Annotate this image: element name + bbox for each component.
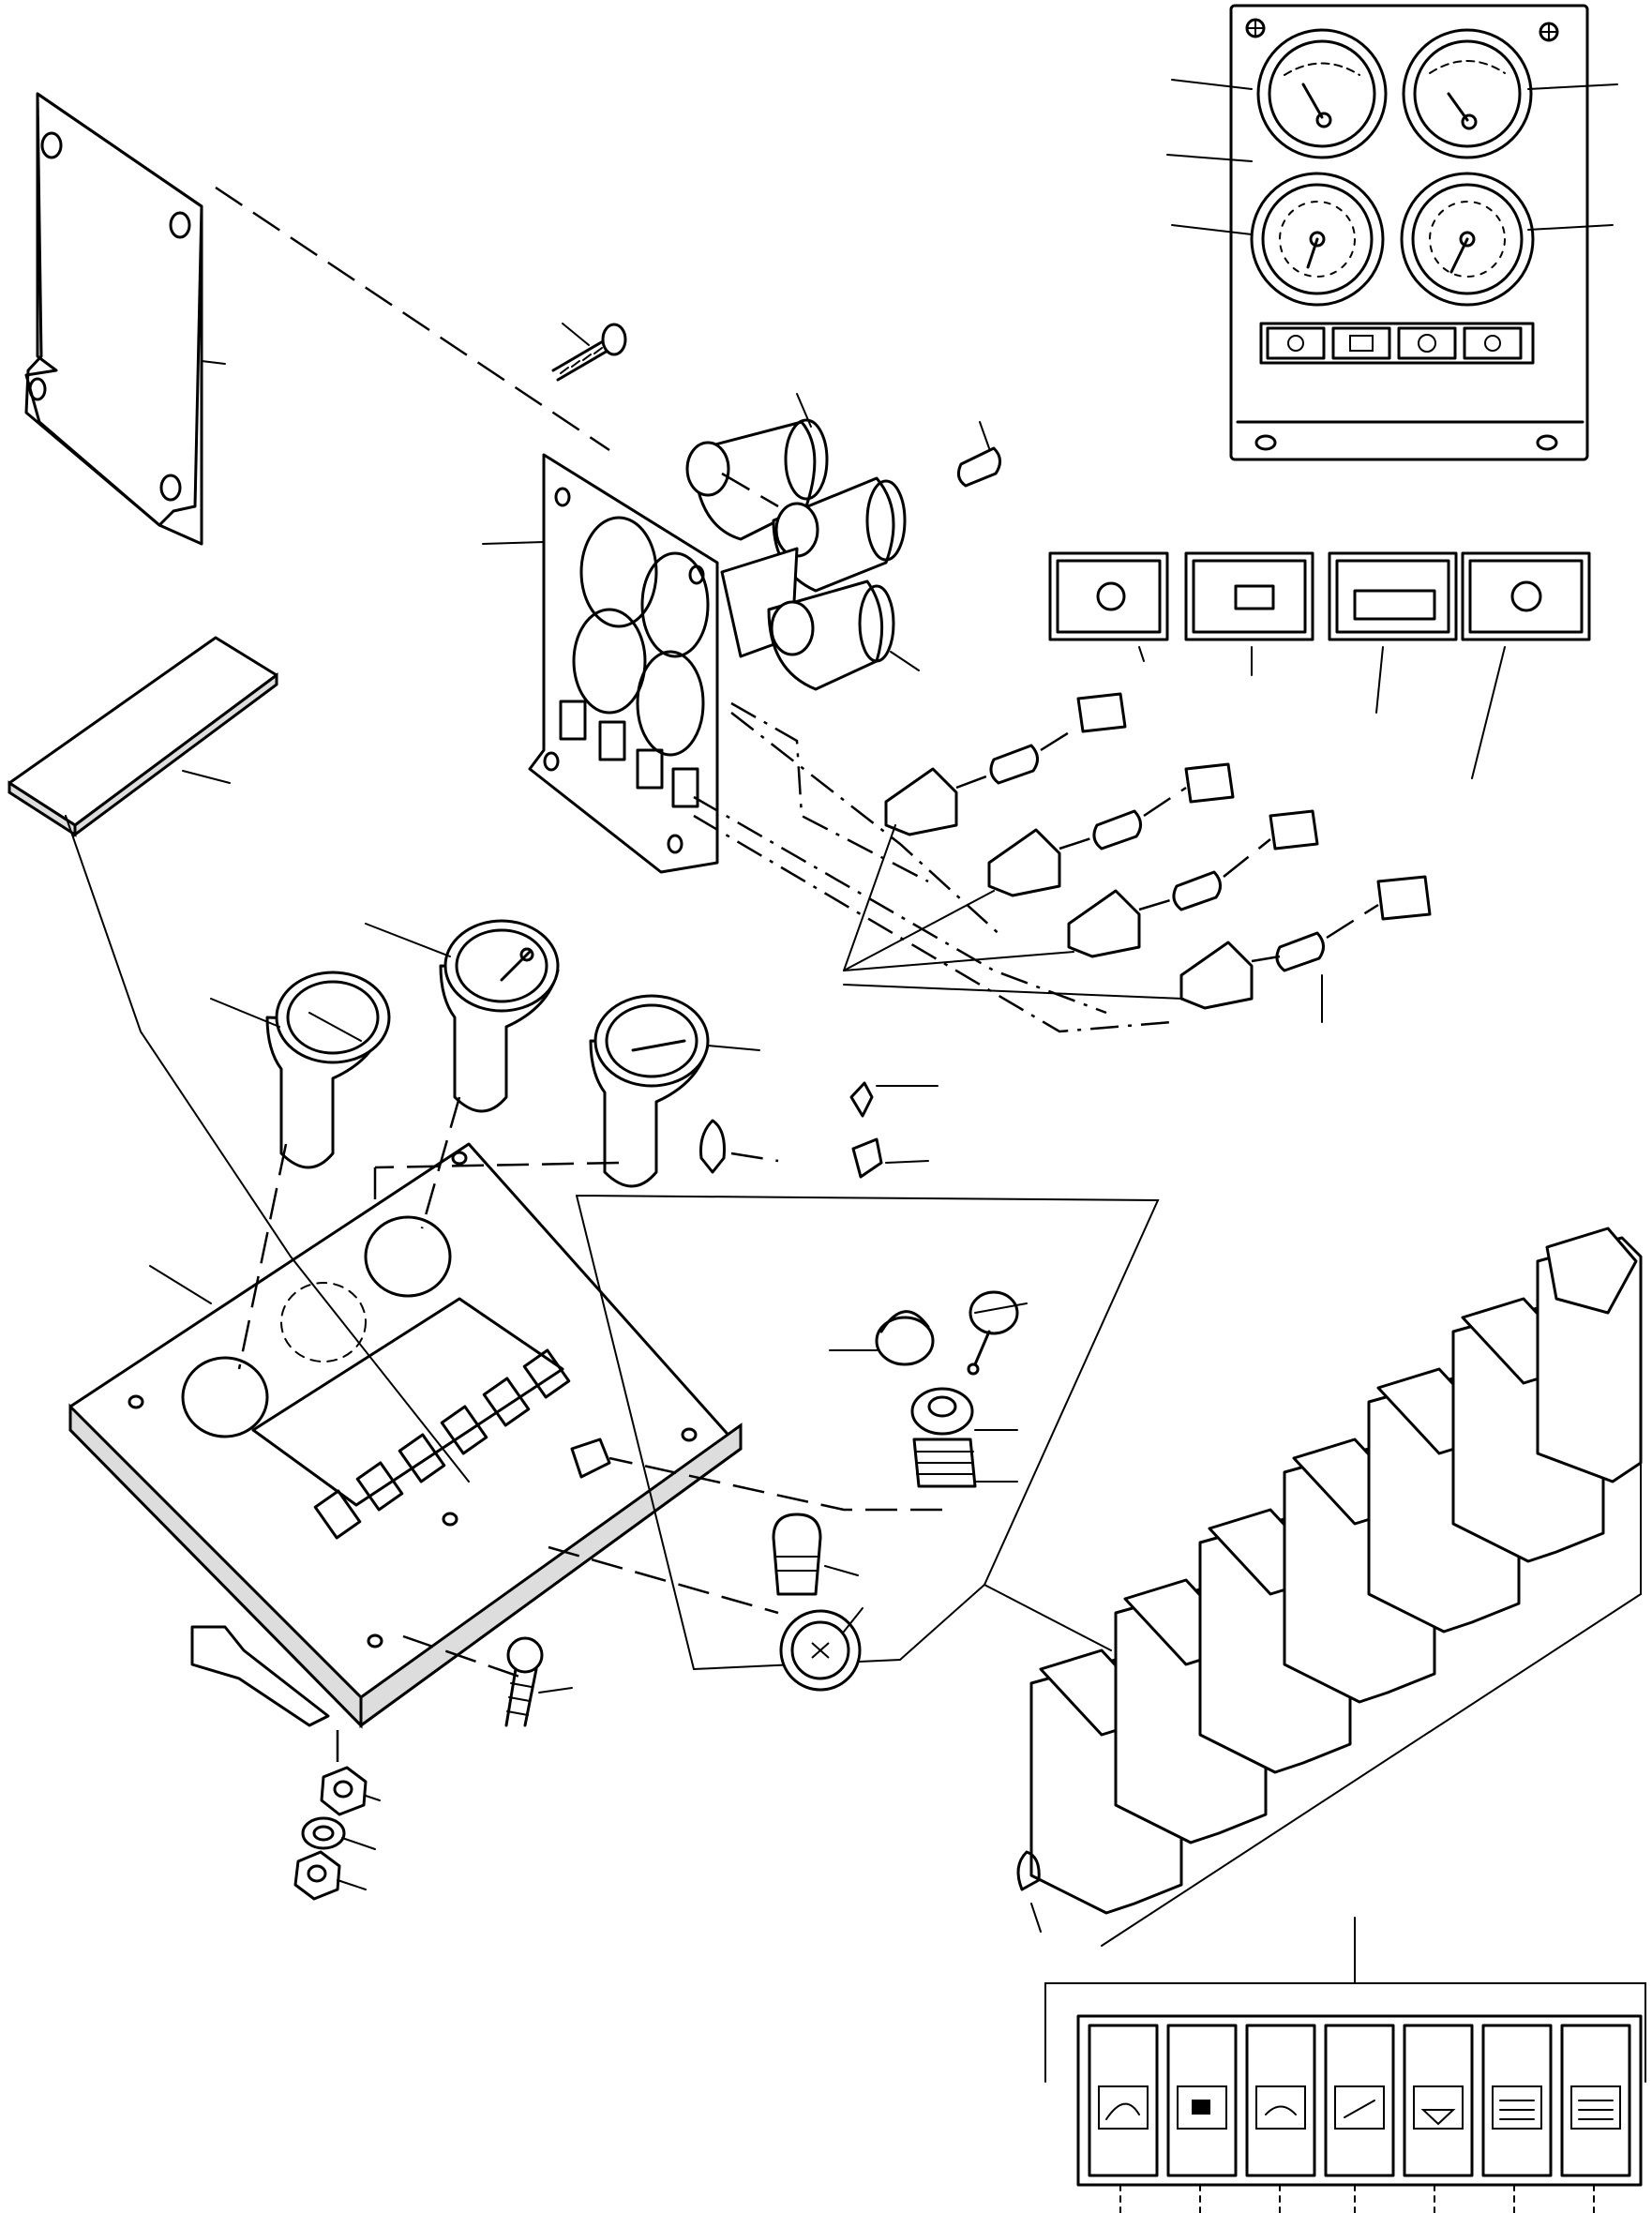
rocker-switches: [1016, 1227, 1643, 1947]
gauge-mounting-plate: [482, 453, 719, 874]
screw-bolt-top: [551, 323, 627, 382]
lower-instrument-console: [68, 1096, 779, 1800]
lower-gauges: [210, 919, 760, 1188]
mounting-bracket-plate: [24, 92, 226, 546]
gauge-bodies-rear: [685, 393, 920, 691]
assembled-switch-panel-inset: [1044, 1917, 1646, 2213]
rubber-pad: [8, 636, 278, 837]
nuts-washers: [293, 1766, 381, 1901]
switch-group-outline: [65, 815, 1160, 1671]
screw-bottom: [504, 1636, 573, 1727]
small-bulbs-mid: [699, 1081, 939, 1179]
wire-harness-lines: [215, 186, 1173, 1033]
lamp-sockets-bulbs: [843, 692, 1432, 1023]
bulb-top: [956, 421, 1001, 488]
warning-lamp-lenses: [1048, 551, 1591, 779]
ignition-switch-parts: [570, 1290, 1028, 1692]
assembled-gauge-panel-inset: [1166, 4, 1618, 461]
